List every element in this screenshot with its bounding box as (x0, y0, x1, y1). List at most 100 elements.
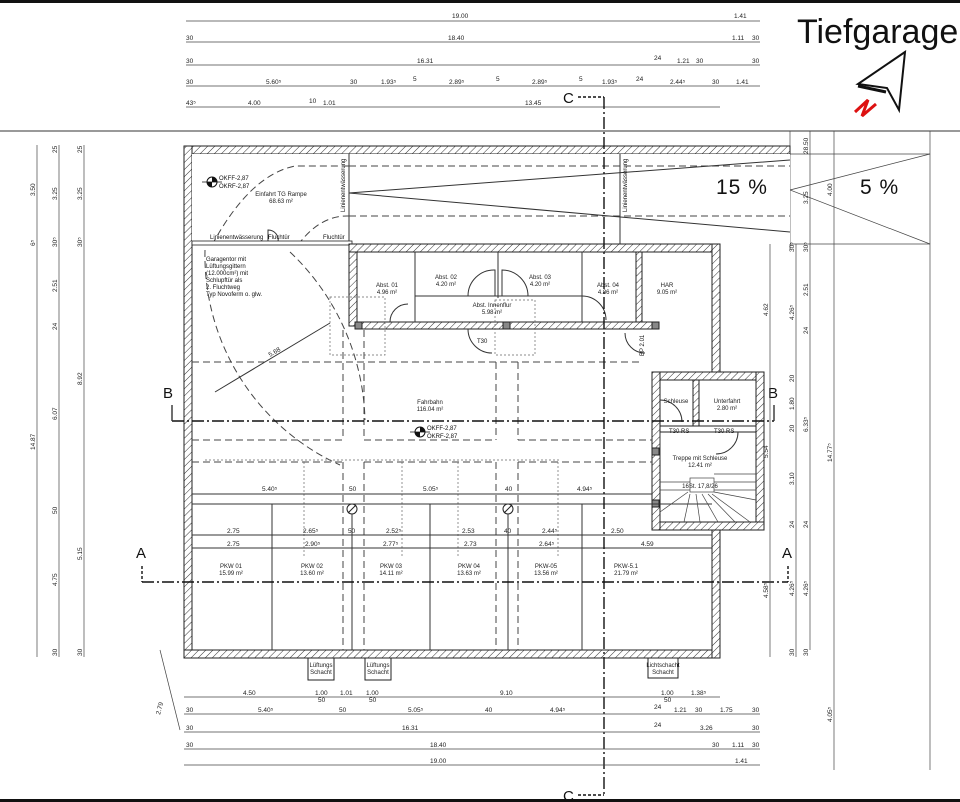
dim-bottom: 1.11 (732, 742, 745, 749)
dim-top-4: 5 (579, 76, 583, 83)
room-fahrbahn-name: Fahrbahn (417, 400, 443, 406)
dim-bottom: 30 (752, 725, 760, 732)
gate-note-line: 2. Fluchtweg (206, 285, 240, 291)
dim-bottom: 9.10 (500, 690, 513, 697)
level-marker-icon (202, 176, 222, 188)
dim-left: 25 (77, 145, 84, 153)
dim-left: 30 (77, 648, 84, 656)
dim-top-4: 5 (496, 76, 500, 83)
dim-top-2-r1: 1.11 (732, 35, 745, 42)
shafts: Lüftungs Schacht Lüftungs Schacht Lichts… (307, 657, 680, 681)
dim-top-4: 2.89⁵ (449, 79, 465, 86)
parking-space-name: PKW 03 (380, 564, 403, 570)
room-schleuse-name: Schleuse (664, 399, 689, 405)
room-har-name: HAR (661, 283, 674, 289)
parking-space-name: PKW 04 (458, 564, 481, 570)
dim-interior: 5.05⁵ (423, 486, 439, 493)
room-abst01-name: Abst. 01 (376, 283, 399, 289)
shaft-label: Lichtschacht (646, 663, 680, 669)
dim-interior: 4.94⁵ (577, 486, 593, 493)
building-walls (183, 243, 765, 659)
dim-right: 24 (803, 520, 810, 528)
parking-space-name: PKW-5.1 (614, 564, 639, 570)
dim-right: 3.25 (803, 191, 810, 204)
room-abst04-area: 4.86 m² (598, 290, 618, 296)
dim-top-5: 4.00 (248, 100, 261, 107)
gate-note-line: Typ Novoferm o. glw. (206, 292, 262, 298)
section-marker-c: C (563, 788, 574, 802)
level-marker-icon (410, 426, 430, 438)
dim-left: 6⁵ (30, 239, 37, 246)
dim-left: 30⁵ (52, 237, 59, 247)
dim-bottom: 24 (654, 704, 662, 711)
dim-bottom: 16.31 (402, 725, 419, 732)
dim-bottom: 4.94⁵ (550, 707, 566, 714)
escape-door-label: Fluchtür (323, 235, 345, 241)
dim-right: 28.50 (803, 137, 810, 154)
dim-bottom: 30 (186, 742, 194, 749)
dim-bottom: 3.26 (700, 725, 713, 732)
bottom-dimensions: 2.79 4.50 1.00 50 1.01 1.00 50 9.10 1.00… (155, 649, 760, 766)
dim-left: 2.51 (52, 279, 59, 292)
dim-top-4: 1.41 (736, 79, 749, 86)
door-t30-label: T30 (477, 339, 488, 345)
dim-top-4: 2.89⁵ (532, 79, 548, 86)
door-rs-label: T30 RS (714, 429, 734, 435)
dim-interior: 2.90⁵ (305, 541, 321, 548)
left-dimensions: 3.50 6⁵ 14.87 25 3.25 30⁵ 2.51 24 6.07 5… (30, 145, 85, 657)
dim-top-3-left: 30 (186, 58, 194, 65)
dim-bottom: 50 (339, 707, 347, 714)
dim-right: 4.26⁵ (789, 304, 796, 320)
dim-top-4: 30 (186, 79, 194, 86)
dim-bottom: 30 (186, 707, 194, 714)
dim-interior: 2.75 (227, 528, 240, 535)
dim-top-3-r3: 30 (696, 58, 704, 65)
parking-bays: PKW 01 15.99 m² PKW 02 13.60 m² PKW 03 1… (192, 503, 712, 650)
slope-outside: 5 % (860, 176, 899, 199)
level-main-okrf: OKRF-2,87 (427, 434, 458, 440)
room-abst03-area: 4.20 m² (530, 282, 550, 288)
shaft-label: Schacht (367, 670, 389, 676)
room-ramp-area: 68.63 m² (269, 199, 293, 205)
dim-right: 24 (789, 520, 796, 528)
room-unterfahrt-area: 2.80 m² (717, 406, 737, 412)
north-arrow-icon (853, 49, 907, 118)
dim-left: 25 (52, 145, 59, 153)
section-marker-b: B (768, 385, 778, 402)
drawing-title: Tiefgarage (797, 13, 958, 51)
level-main-okff: OKFF-2,87 (427, 426, 457, 432)
dim-right: 20 (789, 374, 796, 382)
dim-right: 14.77⁵ (827, 443, 834, 462)
dim-bottom: 18.40 (430, 742, 447, 749)
dim-left: 30 (52, 648, 59, 656)
dim-top-2-main: 18.40 (448, 35, 465, 42)
room-ramp-name: Einfahrt TG Rampe (255, 192, 307, 198)
dim-right: 2.51 (803, 283, 810, 296)
dim-bottom: 30 (695, 707, 703, 714)
storage-rooms: Abst. 01 4.96 m² Abst. 02 4.20 m² Abst. … (329, 252, 677, 356)
dim-interior: 2.64⁵ (539, 541, 555, 548)
escape-door-label: Fluchtür (268, 235, 290, 241)
shaft-label: Schacht (652, 670, 674, 676)
dim-top-4: 30 (350, 79, 358, 86)
dim-top-5: 1.01 (323, 100, 336, 107)
dim-top-1-right: 1.41 (734, 13, 747, 20)
room-innenflur-name: Abst. Innenflur (473, 303, 512, 309)
dim-left: 4.75 (52, 573, 59, 586)
dim-bottom: 40 (485, 707, 493, 714)
dim-right: 5.54 (763, 445, 770, 458)
dim-right: 1.80 (789, 397, 796, 410)
dim-top-2-left: 30 (186, 35, 194, 42)
right-dimensions: 4.62 5.54 4.58⁵ 30⁵ 4.26⁵ 20 1.80 20 3.1… (763, 137, 834, 722)
top-dimensions: 19.00 1.41 30 18.40 1.11 30 30 16.31 24 … (186, 13, 760, 108)
dim-bottom: 1.41 (735, 758, 748, 765)
dim-right: 30 (789, 648, 796, 656)
dim-top-4: 5.60⁵ (266, 79, 282, 86)
dim-top-2-r2: 30 (752, 35, 760, 42)
dim-bottom: 1.00 (661, 690, 674, 697)
room-unterfahrt-name: Unterfahrt (714, 399, 741, 405)
dim-bottom: 1.01 (340, 690, 353, 697)
door-bp-label: BP 2.01 (640, 334, 646, 356)
dim-right: 4.05⁵ (827, 706, 834, 722)
dim-bottom: 4.50 (243, 690, 256, 697)
